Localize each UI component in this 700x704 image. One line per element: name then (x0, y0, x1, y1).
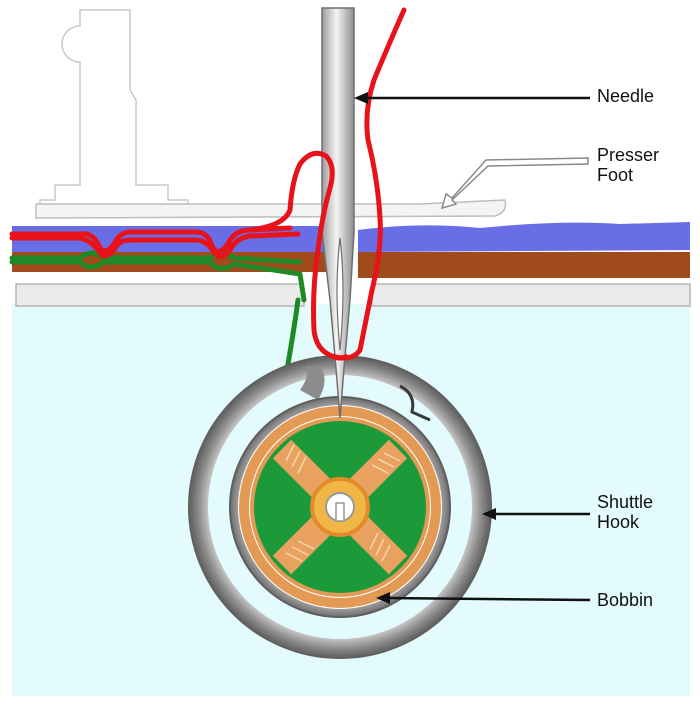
needle-eye (336, 237, 344, 351)
presser-foot-label-line2: Foot (597, 165, 634, 185)
presser-foot-label: Presser Foot (597, 145, 687, 185)
shuttle-hook-label: Shuttle Hook (597, 492, 687, 532)
upper-thread-loop (330, 353, 350, 361)
upper-thread (247, 7, 407, 361)
upper-thread-stitches (9, 225, 301, 259)
shuttle-hook-point (300, 366, 325, 400)
bobbin-label: Bobbin (597, 590, 654, 610)
top-fabric-right (358, 222, 690, 252)
shuttle-hook-arrowhead (482, 508, 496, 520)
bobbin-hub-key (335, 502, 345, 522)
needle-label: Needle (597, 86, 655, 106)
needle (321, 7, 355, 419)
presser-foot-label-line1: Presser (597, 145, 660, 165)
shuttle-hook-notch (399, 384, 431, 422)
bobbin-leader (385, 596, 591, 602)
needle-plate-right (371, 283, 691, 307)
bobbin-spoke-hatching (285, 444, 401, 562)
presser-foot-arrow (440, 157, 589, 210)
presser-foot-shank (39, 9, 189, 215)
shuttle-hook-label-line1: Shuttle (597, 492, 654, 512)
needle-arrowhead (354, 92, 368, 104)
needle-plate-left (15, 283, 305, 307)
bottom-fabric-right (358, 252, 690, 278)
presser-foot (35, 199, 507, 219)
bobbin-arrowhead (376, 592, 390, 604)
shuttle-hook-label-line2: Hook (597, 512, 640, 532)
leader-lines (364, 96, 591, 602)
